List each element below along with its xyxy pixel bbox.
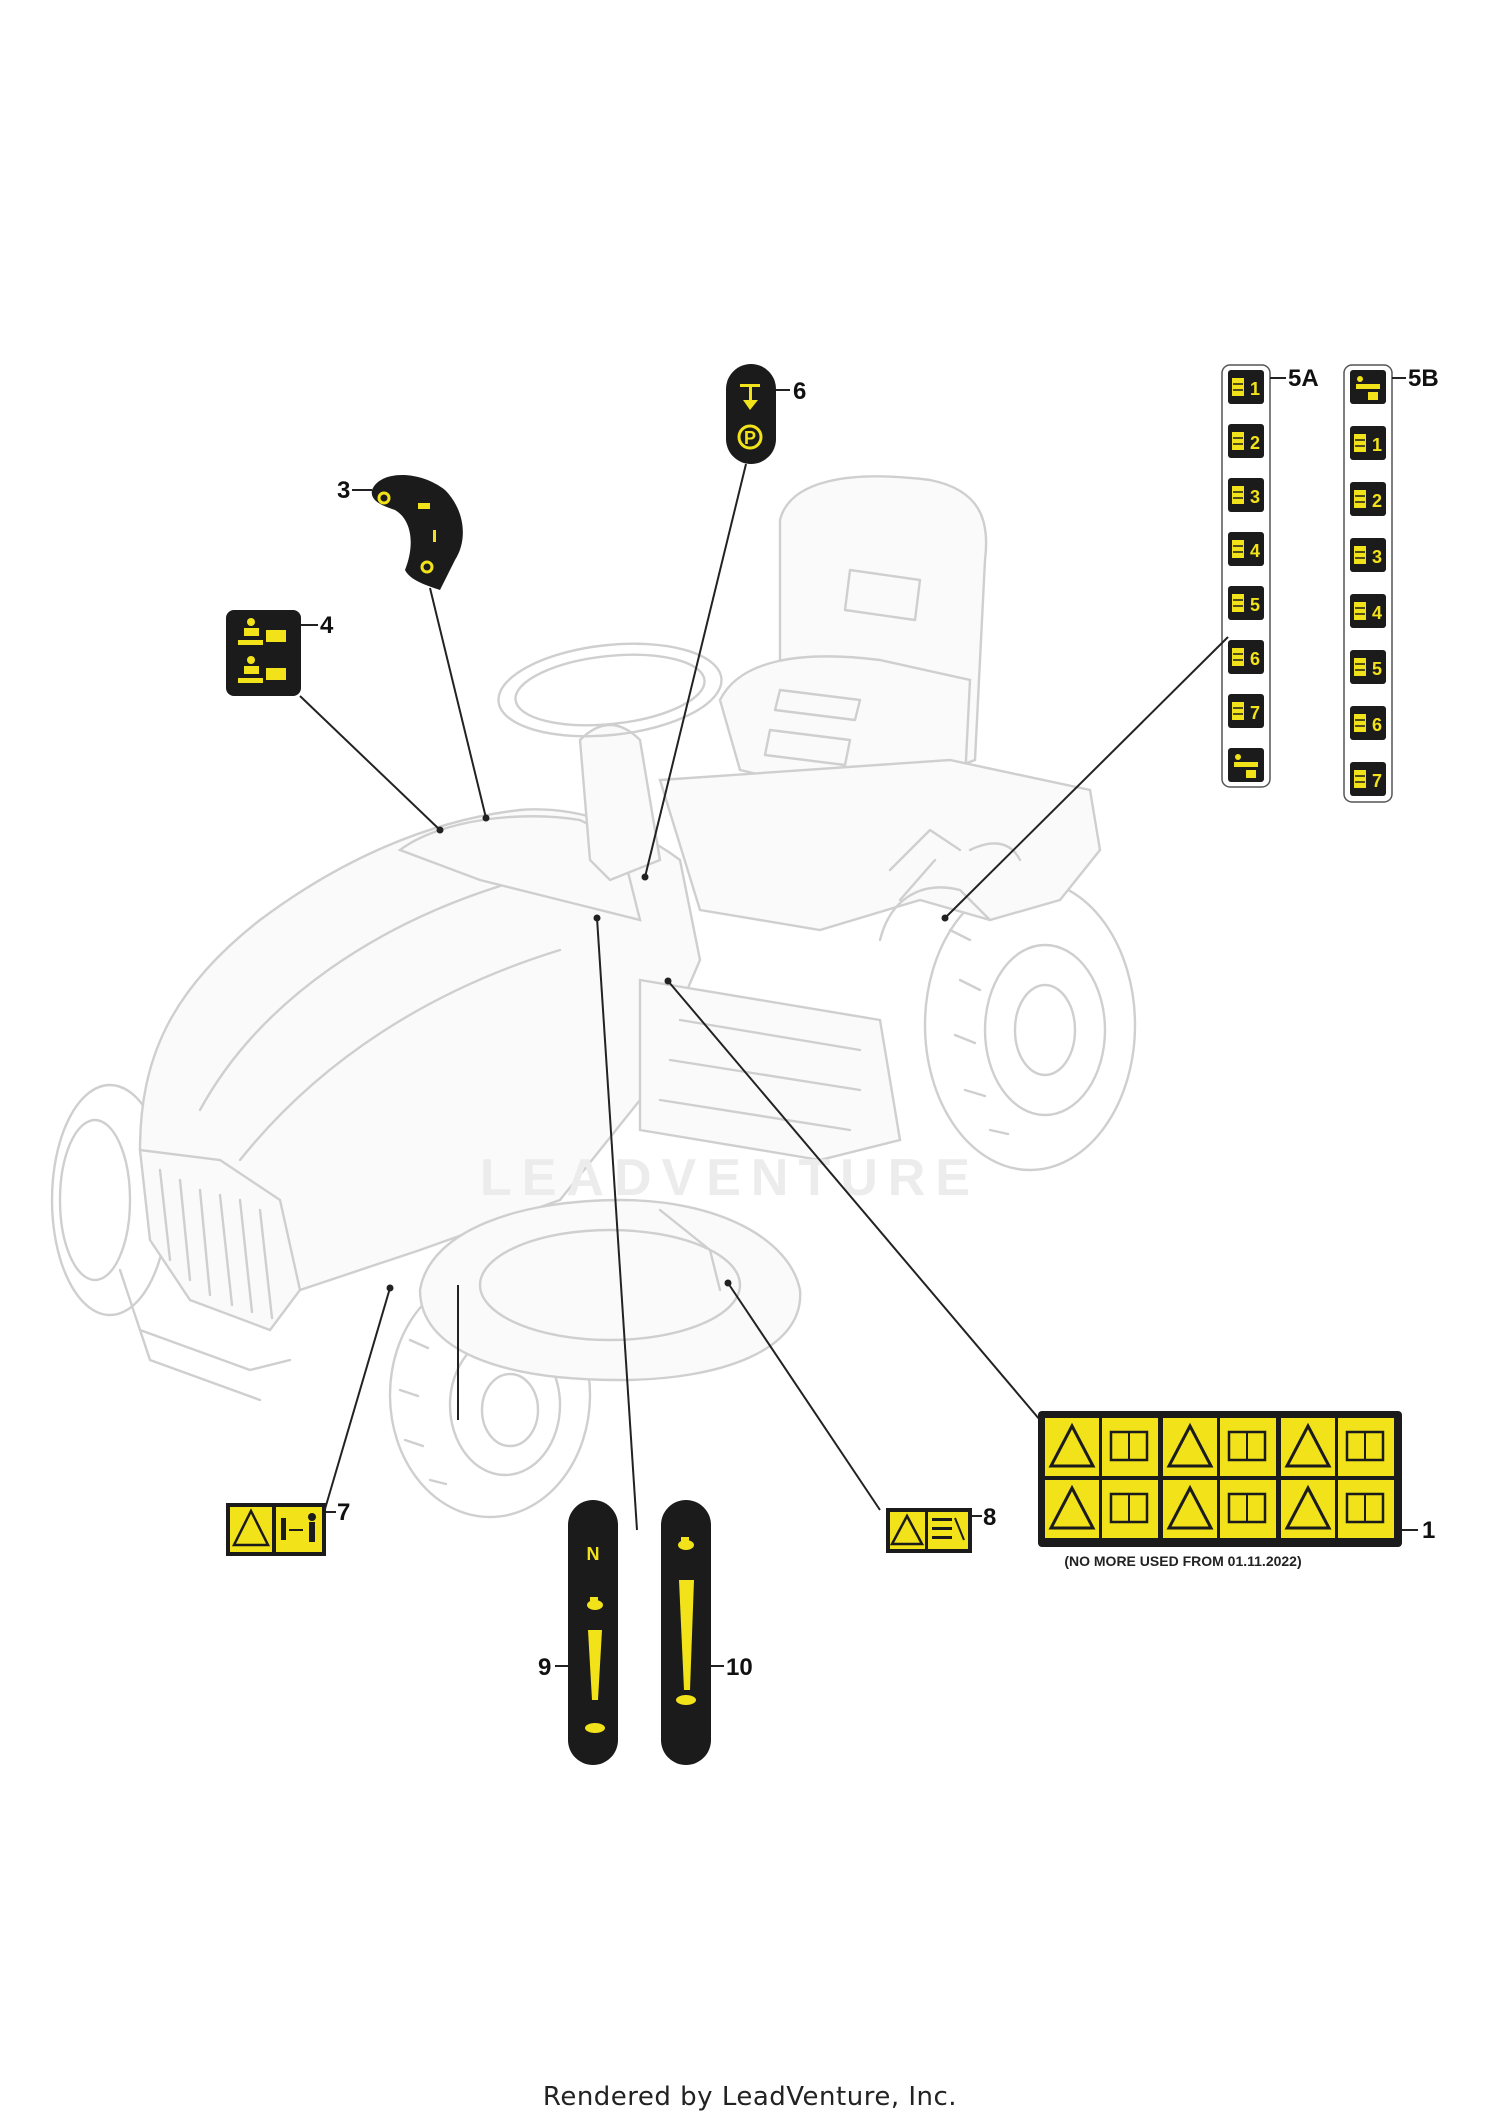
decal-10-speed-control[interactable]: [661, 1500, 711, 1765]
gear-number: 4: [1372, 603, 1382, 623]
callout-3: 3: [337, 477, 350, 504]
brake-arrow-icon: [740, 384, 760, 410]
gear-tile: 4: [1228, 532, 1264, 566]
svg-text:P: P: [744, 428, 756, 448]
callout-7: 7: [337, 1499, 350, 1526]
decal-1-safety-warnings[interactable]: (NO MORE USED FROM 01.11.2022): [1038, 1411, 1402, 1569]
warning-triangle-icon: [1284, 1422, 1332, 1468]
footer-credit: Rendered by LeadVenture, Inc.: [542, 2082, 958, 2112]
gear-tile: 4: [1350, 594, 1386, 628]
gear-tile: 2: [1228, 424, 1264, 458]
gear-tile: 3: [1350, 538, 1386, 572]
operator-seat-icon: [238, 618, 286, 683]
warning-cell: [1163, 1480, 1276, 1538]
warning-triangle-icon: [1166, 1484, 1214, 1530]
callout-1: 1: [1422, 1517, 1435, 1544]
start-icon: [420, 560, 434, 574]
callout-5a: 5A: [1288, 365, 1319, 392]
parking-brake-icon: [737, 424, 763, 450]
gear-tile: 1: [1228, 370, 1264, 404]
callout-10: 10: [726, 1654, 753, 1681]
warning-triangle-icon: [1166, 1422, 1214, 1468]
slow-icon: [676, 1695, 696, 1705]
gear-number: 2: [1372, 491, 1382, 511]
gear-tile: 5: [1350, 650, 1386, 684]
callout-4: 4: [320, 612, 334, 639]
gear-tile: 1: [1350, 426, 1386, 460]
decal-7-warning[interactable]: [226, 1503, 326, 1556]
gear-tile: 5: [1228, 586, 1264, 620]
warning-cell: [1281, 1418, 1394, 1476]
gear-number: 1: [1250, 379, 1260, 399]
neutral-icon: N: [587, 1544, 600, 1564]
decal-3-key-switch[interactable]: [371, 475, 463, 590]
gear-tile: 3: [1228, 478, 1264, 512]
operator-icon-tile: [1228, 748, 1264, 782]
headlight-icon: [418, 503, 430, 509]
gear-tile: 6: [1350, 706, 1386, 740]
gear-tile: 6: [1228, 640, 1264, 674]
gear-tile: 2: [1350, 482, 1386, 516]
decal-5b-strip[interactable]: 1 2 3 4 5 6 7: [1343, 364, 1393, 803]
decal-5a-strip[interactable]: 1 2 3 4 5 6 7: [1221, 364, 1271, 788]
gear-number: 6: [1250, 649, 1260, 669]
callout-8: 8: [983, 1504, 996, 1531]
gear-number: 2: [1250, 433, 1260, 453]
slow-icon: [585, 1723, 605, 1733]
leader-lines: [299, 377, 1418, 1667]
callout-6: 6: [793, 378, 806, 405]
decal-4-operator-presence[interactable]: [226, 610, 301, 696]
warning-triangle-icon: [889, 1513, 925, 1546]
callout-9: 9: [538, 1654, 551, 1681]
gear-number: 3: [1250, 487, 1260, 507]
gear-number: 7: [1250, 703, 1260, 723]
warning-triangle-icon: [231, 1508, 271, 1547]
warning-triangle-icon: [1048, 1484, 1096, 1530]
warning-cell: [1281, 1480, 1394, 1538]
watermark-text: LEADVENTURE: [480, 1149, 980, 1207]
gear-tile: 7: [1350, 762, 1386, 796]
fast-icon: [678, 1537, 694, 1550]
gear-number: 5: [1372, 659, 1382, 679]
warning-triangle-icon: [1284, 1484, 1332, 1530]
warning-triangle-icon: [1048, 1422, 1096, 1468]
gear-tile: 7: [1228, 694, 1264, 728]
deck-icon: [932, 1517, 965, 1541]
gear-number: 6: [1372, 715, 1382, 735]
fast-icon: [587, 1597, 603, 1610]
gear-number: 7: [1372, 771, 1382, 791]
keep-distance-icon: [281, 1513, 316, 1542]
decal-1-note: (NO MORE USED FROM 01.11.2022): [1064, 1553, 1301, 1569]
warning-cell: [1163, 1418, 1276, 1476]
gear-number: 4: [1250, 541, 1260, 561]
gear-number: 1: [1372, 435, 1382, 455]
callout-5b: 5B: [1408, 365, 1439, 392]
gear-number: 3: [1372, 547, 1382, 567]
decal-6-parking-brake[interactable]: P: [726, 364, 776, 464]
off-position-icon: [377, 491, 391, 505]
tractor-outline: LEADVENTURE: [50, 475, 1137, 1519]
decal-8-warning[interactable]: [886, 1508, 972, 1553]
decal-9-speed-control[interactable]: N: [568, 1500, 618, 1765]
warning-cell: [1045, 1480, 1158, 1538]
on-position-icon: [433, 530, 436, 542]
operator-icon-tile: [1350, 370, 1386, 404]
gear-number: 5: [1250, 595, 1260, 615]
warning-cell: [1045, 1418, 1158, 1476]
